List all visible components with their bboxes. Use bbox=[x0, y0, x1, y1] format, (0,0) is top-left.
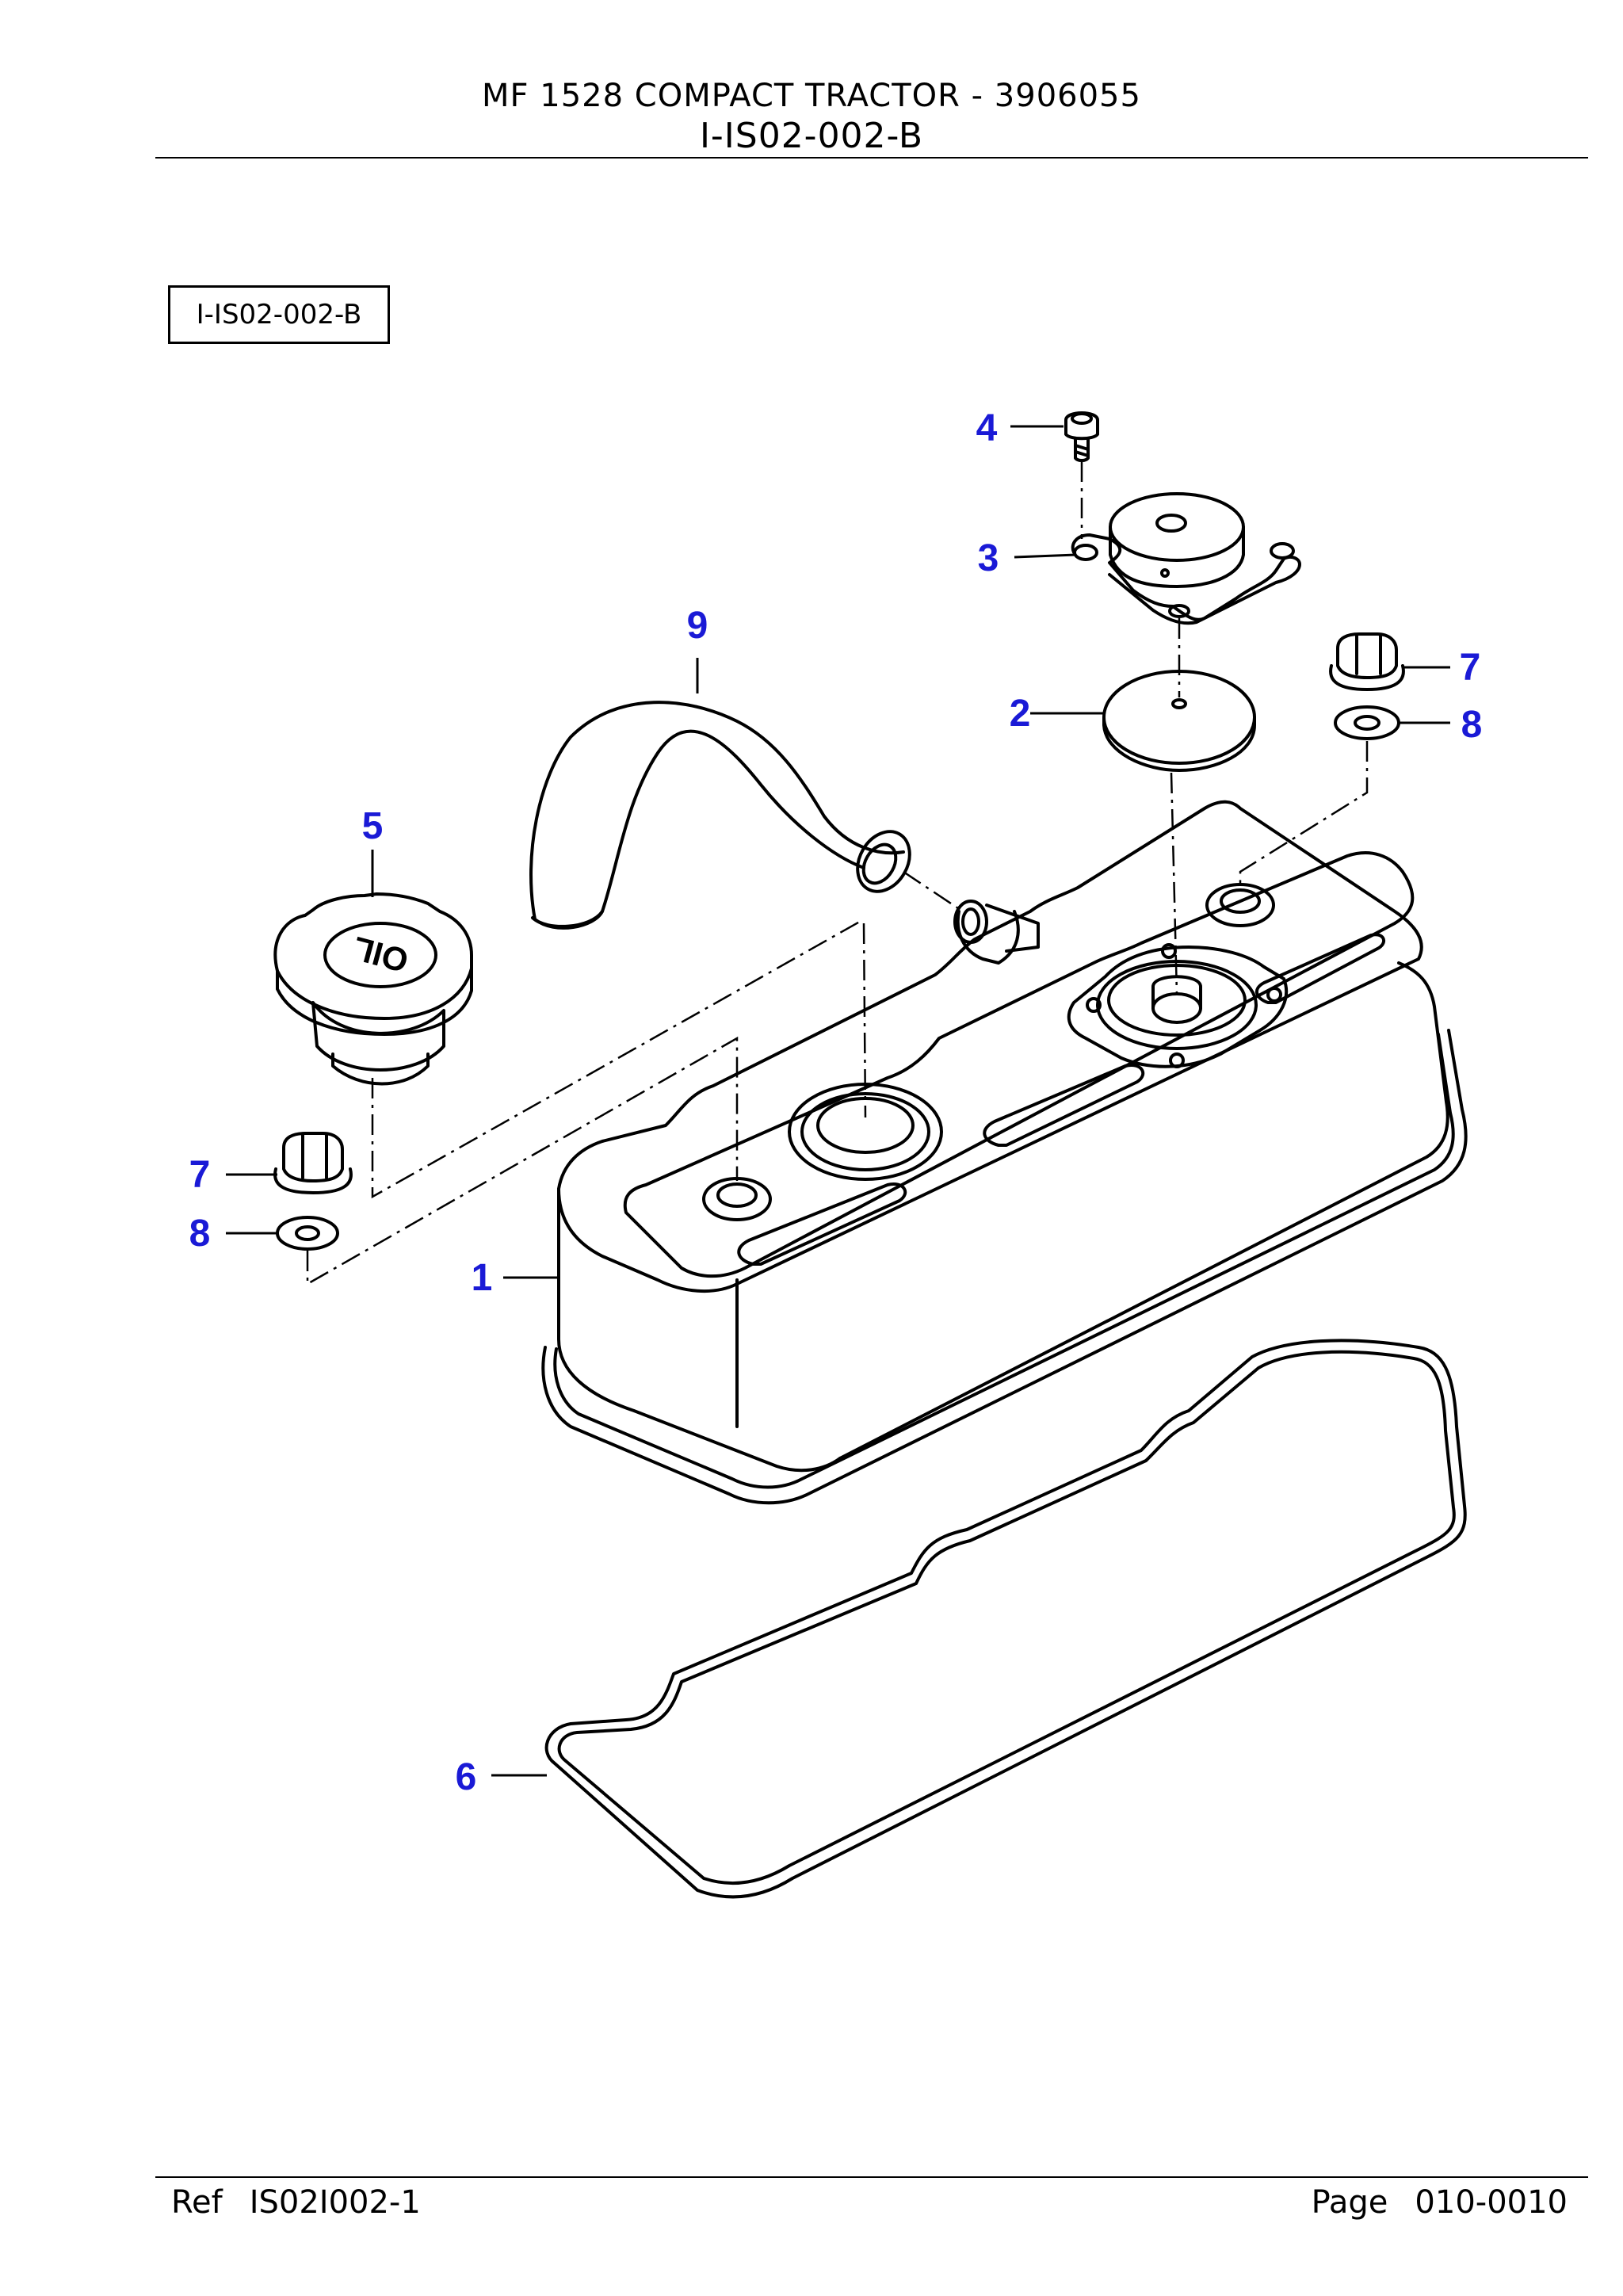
header-rule bbox=[155, 157, 1588, 159]
footer-page: Page 010-0010 bbox=[1312, 2184, 1568, 2221]
footer-rule bbox=[155, 2176, 1588, 2178]
leader-lines bbox=[226, 425, 1450, 1777]
callout-3: 3 bbox=[978, 537, 999, 579]
oil-cap-lettering: OIL bbox=[349, 930, 412, 980]
diagram-code-heading: I-IS02-002-B bbox=[699, 116, 924, 156]
callout-labels: 1 2 3 4 5 6 7 7 8 8 9 bbox=[189, 407, 1483, 1798]
callout-4: 4 bbox=[976, 407, 998, 449]
part-5-oil-cap bbox=[273, 892, 473, 1086]
footer-reference: Ref IS02I002-1 bbox=[171, 2184, 421, 2221]
callout-9: 9 bbox=[687, 605, 708, 647]
diagram-reference-box: I-IS02-002-B bbox=[168, 285, 390, 344]
part-7-nut-left bbox=[273, 1132, 353, 1194]
callout-8-left: 8 bbox=[189, 1213, 211, 1255]
part-6-gasket bbox=[544, 1339, 1467, 1899]
callout-5: 5 bbox=[362, 805, 384, 847]
callout-8-right: 8 bbox=[1461, 704, 1483, 746]
part-1-rocker-cover bbox=[541, 800, 1468, 1505]
callout-2: 2 bbox=[1010, 693, 1031, 735]
part-8-washer-right bbox=[1334, 705, 1400, 740]
callout-7-left: 7 bbox=[189, 1154, 211, 1196]
document-title: MF 1528 COMPACT TRACTOR - 3906055 bbox=[482, 78, 1141, 114]
part-3-breather-cover bbox=[1071, 492, 1301, 625]
footer-page-value: 010-0010 bbox=[1415, 2184, 1568, 2221]
part-2-breather-gasket bbox=[1102, 670, 1256, 772]
part-8-washer-left bbox=[276, 1216, 339, 1251]
footer-ref-value: IS02I002-1 bbox=[249, 2184, 421, 2221]
callout-6: 6 bbox=[456, 1756, 477, 1798]
part-7-nut-right bbox=[1329, 632, 1405, 691]
assembly-lines bbox=[306, 461, 1369, 1286]
callout-1: 1 bbox=[472, 1257, 493, 1299]
footer-page-label: Page bbox=[1311, 2184, 1388, 2221]
callout-7-right: 7 bbox=[1460, 647, 1481, 689]
part-9-breather-hose bbox=[529, 701, 911, 930]
part-4-screw bbox=[1064, 411, 1099, 462]
footer-ref-label: Ref bbox=[171, 2184, 223, 2221]
